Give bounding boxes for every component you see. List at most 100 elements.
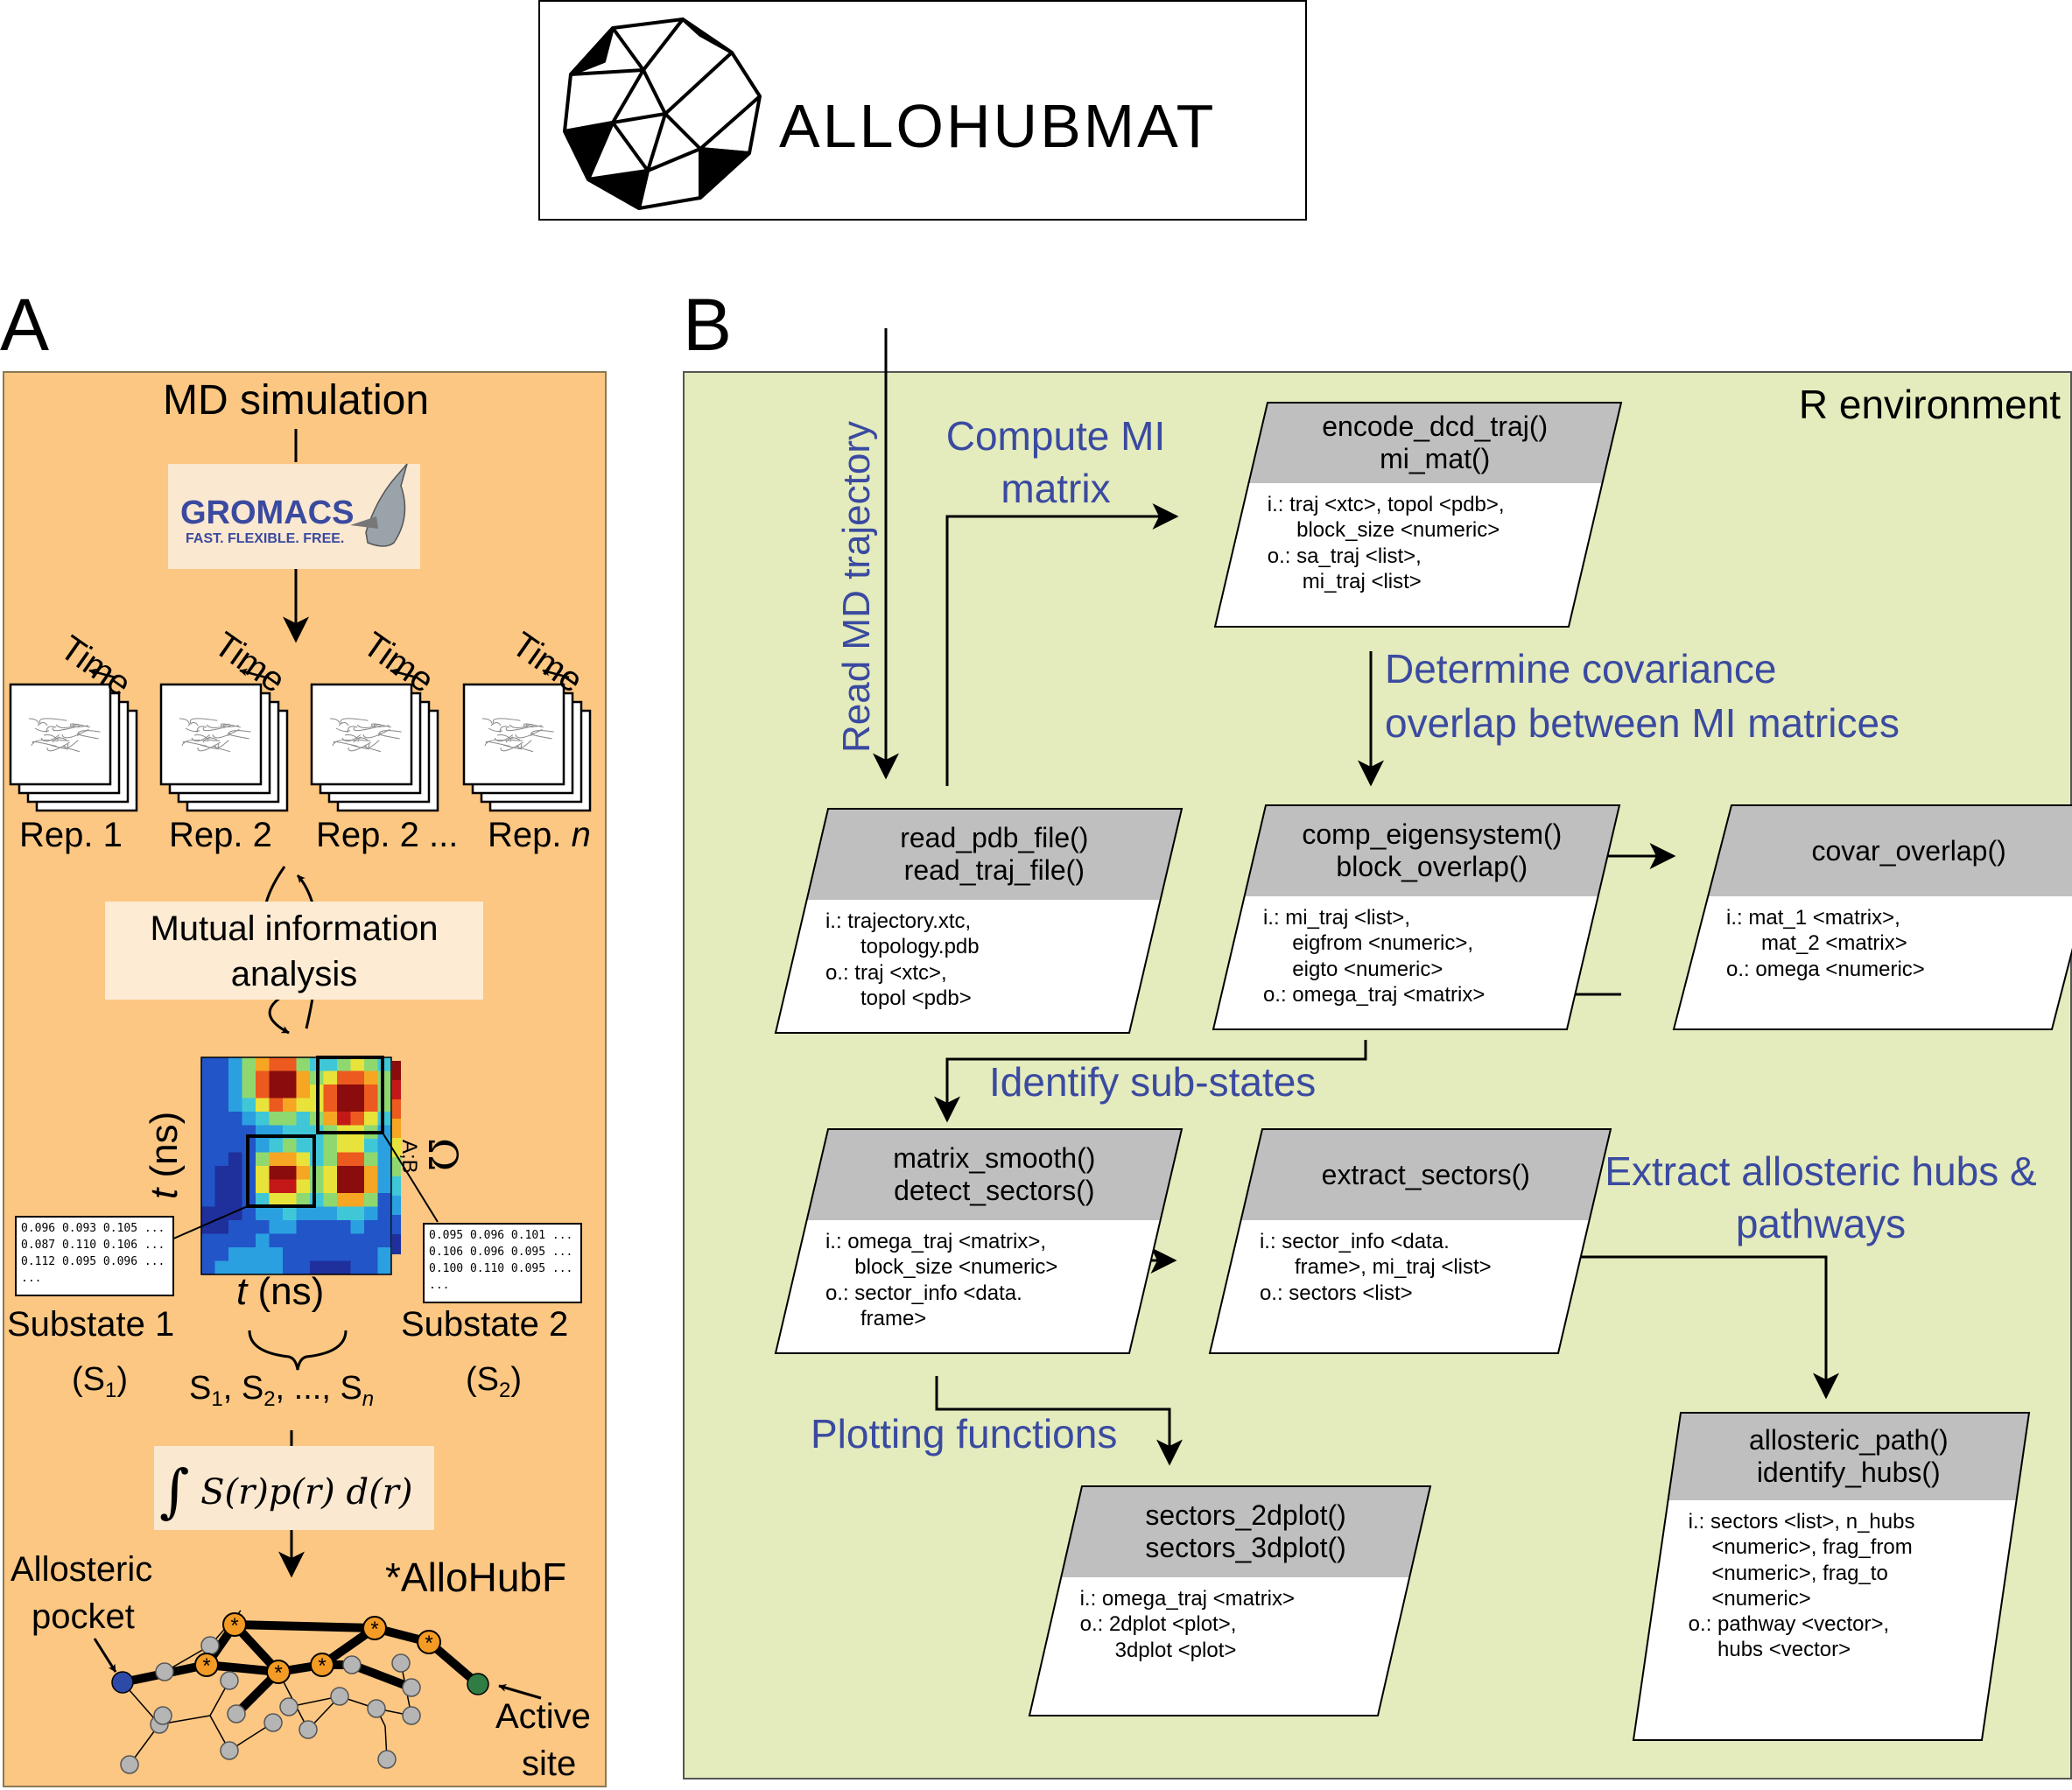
md-simulation-label: MD simulation [163, 377, 429, 424]
io-line: o.: sectors <list> [1259, 1281, 1413, 1305]
step-covariance-line1: Determine covariance [1385, 646, 1776, 691]
mi-analysis-line2: analysis [231, 955, 358, 993]
substate-1-label: Substate 1 [7, 1305, 174, 1344]
io-line: frame> [825, 1306, 927, 1330]
io-line: <numeric>, frag_from [1688, 1535, 1913, 1560]
comp-eigensystem-box-io: i.: mi_traj <list>, eigfrom <numeric>, e… [1263, 905, 1485, 1007]
substate-1-matrix-text: 0.096 0.093 0.105 ... 0.087 0.110 0.106 … [21, 1220, 165, 1287]
io-line: i.: mat_1 <matrix>, [1726, 906, 1900, 930]
allosteric-pocket-line1: Allosteric [11, 1550, 152, 1589]
substate-2-matrix [423, 1223, 582, 1303]
falcon-icon [350, 463, 408, 547]
io-line: i.: sector_info <data. [1259, 1230, 1450, 1253]
hub-node [266, 1660, 291, 1684]
allohubf-label: *AlloHubF [385, 1555, 566, 1600]
svg-text:*: * [274, 1661, 282, 1685]
io-line: eigto <numeric> [1262, 957, 1443, 981]
function-name: read_pdb_file() [900, 822, 1089, 854]
comp-eigensystem-box [1212, 804, 1621, 1030]
substate-2-label: Substate 2 [401, 1305, 568, 1344]
comp-eigensystem-box-header: comp_eigensystem()block_overlap() [1255, 818, 1609, 883]
io-line: <numeric> [1688, 1586, 1811, 1611]
io-line: block_size <numeric> [825, 1255, 1058, 1280]
colorbar-sub: A;B [397, 1140, 421, 1174]
geodesic-sphere-icon [563, 18, 762, 210]
rep-label-3: Rep. 2 ... [316, 816, 458, 854]
substate-2-row: ... [429, 1279, 450, 1292]
logo-text: ALLOHUBMAT [779, 92, 1216, 160]
io-line: topology.pdb [825, 935, 980, 959]
io-line: i.: sectors <list>, n_hubs [1688, 1510, 1915, 1534]
gromacs-tagline: FAST. FLEXIBLE. FREE. [186, 531, 344, 546]
extract-sectors-box [1208, 1128, 1612, 1354]
matrix-smooth-box [774, 1128, 1183, 1354]
substate-2-highlight [316, 1056, 384, 1134]
active-site-node [467, 1673, 489, 1695]
step-identify-substates: Identify sub-states [989, 1059, 1316, 1105]
encode-box-header: encode_dcd_traj()mi_mat() [1258, 411, 1612, 475]
heatmap-x-axis: t (ns) [236, 1270, 324, 1313]
read-box-header: read_pdb_file()read_traj_file() [818, 822, 1171, 887]
io-line: i.: traj <xtc>, topol <pdb>, [1267, 493, 1505, 516]
active-site-line2: site [522, 1744, 576, 1783]
time-arrow [390, 668, 418, 679]
active-site-line1: Active [495, 1697, 591, 1736]
svg-text:*: * [425, 1632, 432, 1655]
svg-text:*: * [318, 1654, 326, 1678]
function-name: sectors_3dplot() [1145, 1531, 1346, 1563]
integral-formula: ∫ S(r)p(r) d(r) [159, 1457, 412, 1525]
function-name: mi_mat() [1380, 442, 1491, 474]
io-line: o.: omega_traj <matrix> [1262, 982, 1486, 1007]
substate-2-row: 0.095 0.096 0.101 ... [429, 1229, 573, 1242]
function-name: extract_sectors() [1321, 1158, 1530, 1190]
io-line: o.: sa_traj <list>, [1267, 544, 1422, 568]
io-line: mi_traj <list> [1267, 569, 1422, 593]
function-name: matrix_smooth() [893, 1142, 1096, 1175]
io-line: i.: trajectory.xtc, [825, 909, 972, 933]
io-line: i.: omega_traj <matrix>, [825, 1230, 1047, 1253]
replica-stack [159, 683, 289, 812]
io-line: i.: mi_traj <list>, [1262, 906, 1410, 930]
step-hubs-line2: pathways [1736, 1201, 1906, 1246]
panel-a-letter: A [0, 284, 49, 366]
step-compute-mi-line2: matrix [1001, 466, 1110, 511]
colorbar-label: Ω [419, 1138, 467, 1171]
heatmap-colorbar [392, 1061, 401, 1254]
substate-2-row: 0.100 0.110 0.095 ... [429, 1262, 573, 1275]
substate-2-matrix-text: 0.095 0.096 0.101 ... 0.106 0.096 0.095 … [429, 1227, 572, 1294]
function-name: sectors_2dplot() [1145, 1499, 1346, 1532]
io-line: o.: 2dplot <plot>, [1079, 1612, 1237, 1637]
svg-text:*: * [230, 1614, 238, 1638]
substate-1-row: 0.096 0.093 0.105 ... [21, 1222, 165, 1235]
io-line: o.: sector_info <data. [825, 1281, 1022, 1305]
substate-2-symbol: (S2) [466, 1361, 522, 1402]
function-name: read_traj_file() [903, 853, 1085, 886]
replica-stack [462, 683, 592, 812]
matrix-smooth-box-io: i.: omega_traj <matrix>, block_size <num… [825, 1229, 1057, 1331]
substate-1-row: ... [21, 1272, 42, 1285]
allosteric-path-box-io: i.: sectors <list>, n_hubs <numeric>, fr… [1689, 1509, 1915, 1663]
io-line: <numeric>, frag_to [1688, 1561, 1888, 1585]
mi-analysis-box [105, 902, 483, 1000]
svg-text:*: * [370, 1618, 378, 1641]
allosteric-path-box-header: allosteric_path()identify_hubs() [1675, 1424, 2023, 1489]
covar-overlap-box-header: covar_overlap() [1720, 835, 2072, 867]
encode-box-io: i.: traj <xtc>, topol <pdb>, block_size … [1268, 492, 1505, 594]
hub-node [194, 1653, 219, 1677]
function-name: allosteric_path() [1748, 1424, 1949, 1457]
io-line: topol <pdb> [825, 986, 972, 1010]
replica-stack [9, 683, 138, 812]
io-line: 3dplot <plot> [1079, 1638, 1237, 1662]
matrix-smooth-box-header: matrix_smooth()detect_sectors() [818, 1142, 1171, 1207]
sectors-plot-box [1028, 1485, 1432, 1716]
extract-sectors-box-header: extract_sectors() [1252, 1159, 1600, 1191]
io-line: i.: omega_traj <matrix> [1079, 1587, 1296, 1611]
io-line: o.: traj <xtc>, [825, 960, 947, 985]
rep-label-1: Rep. 1 [19, 816, 123, 854]
omega-heatmap [200, 1056, 392, 1275]
rep-label-4: Rep. n [488, 816, 591, 854]
encode-box [1213, 402, 1623, 628]
step-compute-mi-line1: Compute MI [946, 413, 1166, 459]
function-name: block_overlap() [1336, 850, 1528, 882]
